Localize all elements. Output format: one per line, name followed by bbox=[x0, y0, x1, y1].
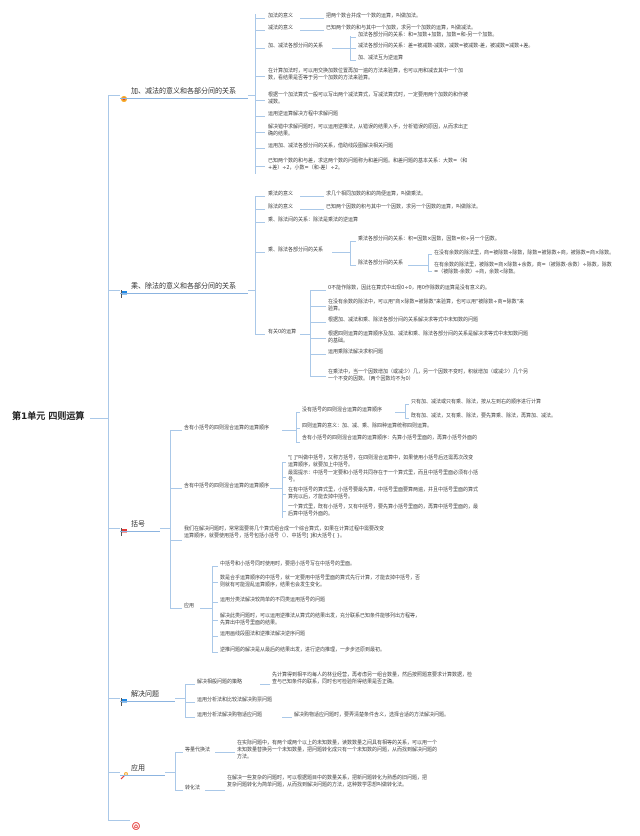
mid-bracket-tip: 最需提示：中括号一定要和小括号共同存在于一个算式里，而且中括号里面必须有小括号。 bbox=[288, 470, 479, 483]
transform-label: 转化法 bbox=[185, 785, 201, 791]
strategy-label: 解决相般问题的策略 bbox=[197, 679, 243, 685]
order-basis-note: 根据四则运算的运算顺序及加、减法和乘、除法各部分间的关系是解决求等式中未知数问题… bbox=[328, 331, 529, 344]
div-check-note: 在没有余数的除法中，可以用"商×除数=被除数"来验算，也可以用"被除数÷商=除数… bbox=[328, 299, 524, 312]
sub-write-note: 根据一个加法算式一般可以写出两个减法算式，写减法算式时，一定要用两个加数的和作被… bbox=[268, 92, 469, 105]
bracket-order-warning: 数是合乎运算顺序的中括号，就一定要用中括号里面的算式先行计算，才能去掉中括号，否… bbox=[220, 575, 421, 588]
sum-diff-note: 已知两个数的和与差，求这两个数的问题称为和差问题。和差问题的基本关系：大数=（和… bbox=[268, 158, 468, 171]
flag-icon bbox=[120, 691, 128, 706]
branch-brackets[interactable]: 括号 bbox=[131, 520, 145, 528]
branch-application[interactable]: 应用 bbox=[131, 764, 145, 772]
reverse-bracket-method: 解决此类问题时，可以运用逆推法从算式的结果出发，充分联系已知条件能够列出方程等，… bbox=[220, 613, 421, 626]
inverse-relation: 加、减法互为逆运算 bbox=[358, 55, 404, 61]
branch-problem-solving[interactable]: 解决问题 bbox=[131, 690, 159, 698]
product-solve-note: 运用乘除法解决求积问题 bbox=[328, 349, 384, 355]
add-check-note: 在计算加法时，可以用交换加数位置再加一遍的方法来验算，也可以用和减去其中一个加数… bbox=[268, 68, 464, 81]
sub-relation: 减法各部分间的关系：差=被减数-减数，减数=被减数-差，被减数=减数+差。 bbox=[358, 43, 534, 49]
bracket-summary: 我们在解决问题时，常常需要将几个算式组合成一个综合算式，如果在计算过程中需要改变… bbox=[184, 526, 385, 539]
ticket-problem-label: 运用分析法和比较法解决购票问题 bbox=[197, 697, 273, 703]
add-meaning-label: 加法的意义 bbox=[268, 13, 294, 19]
strategy-note: 先计算得到相平均每人的林业经营，再考虑另一组合数量，然后按照题意要求计算数据，检… bbox=[272, 672, 473, 685]
div-meaning-def: 已知两个因数的积与其中一个因数，求另一个因数的运算，叫做除法。 bbox=[326, 204, 482, 210]
shopping-problem-label: 运用分析法解决购物适应问题 bbox=[197, 712, 263, 718]
bracket-nesting-note: 中括号和小括号同时使用时，要把小括号写在中括号的里面。 bbox=[220, 561, 356, 567]
classification-method: 运用分类法解决较简单的不同类运用括号的问题 bbox=[220, 597, 326, 603]
mul-div-inverse: 乘、除法间的关系：除法是乘法的逆运算 bbox=[268, 217, 359, 223]
div-relation-no-remainder: 在没有余数的除法里，商=被除数÷除数，除数=被除数÷商，被除数=商×除数。 bbox=[434, 250, 615, 256]
line-diagram-note: 运用加、减法各部分间的关系，借助线段图解决相关问题 bbox=[268, 143, 394, 149]
substitution-note: 在实际问题中，有两个或两个以上的未知数量，读数数量之间具有相等的关系，可以用一个… bbox=[237, 740, 438, 760]
mixed-bracket-order: 一个算式里，既有小括号，又有中括号，要先算小括号里面的，再算中括号里面的，最后算… bbox=[288, 504, 479, 517]
sub-meaning-def: 已知两个数的和与其中一个加数，求另一个加数的运算，叫做减法。 bbox=[326, 25, 477, 31]
div-meaning-label: 除法的意义 bbox=[268, 204, 294, 210]
bracket-apply-label: 应用 bbox=[184, 603, 195, 609]
line-reverse-method: 运用画线段图法和逆推法解决逆序问题 bbox=[220, 631, 306, 637]
mul-relation: 乘法各部分间的关系：积=因数×因数，因数=积÷另一个因数。 bbox=[358, 236, 500, 242]
div-relation-remainder: 在有余数的除法里，被除数=商×除数+余数，商=（被除数-余数）÷除数，除数=（被… bbox=[434, 262, 612, 275]
mul-meaning-label: 乘法的意义 bbox=[268, 191, 294, 197]
four-ops-meaning: 四则运算的意义：加、减、乘、除四种运算统称四则运算。 bbox=[302, 423, 433, 429]
root-title: 第1单元 四则运算 bbox=[12, 412, 85, 422]
reverse-reasoning-note: 逆推问题的解决是从最后的结果出发，进行逆向推理，一步步还原到最初。 bbox=[220, 647, 386, 653]
same-level-order: 只有加、减法或只有乘、除法，按从左到右的顺序进行计算 bbox=[411, 399, 542, 405]
add-sub-relation-label: 加、减法各部分间的关系 bbox=[268, 43, 324, 49]
mid-bracket-def: "[ ]"叫做中括号，又称方括号，在四则混合运算中，如果使用小括号后还需再次改变… bbox=[288, 455, 474, 468]
flower-icon bbox=[120, 88, 128, 102]
root-connector bbox=[90, 418, 108, 419]
home-icon[interactable] bbox=[132, 815, 140, 830]
transform-note: 在解决一些复杂的问题时，可以根据题目中的数量关系，把新问题转化为熟悉的旧问题，把… bbox=[227, 775, 428, 788]
mul-meaning-def: 求几个相同加数的和的简便运算，叫做乘法。 bbox=[326, 191, 427, 197]
mul-div-relation-label: 乘、除法各部分间的关系 bbox=[268, 247, 324, 253]
factor-change-note: 在乘法中，当一个因数增加（或减少）几，另一个因数不变时，积就增加（或减少）几个另… bbox=[328, 369, 529, 382]
mid-bracket-order-label: 含有中括号的四则混合运算的运算顺序 bbox=[184, 483, 270, 489]
error-solve-note: 解决错中求解问题时，可以运用逆推法，从错误的结果入手，分析错误的原因，从而求出正… bbox=[268, 124, 469, 137]
sub-meaning-label: 减法的意义 bbox=[268, 25, 294, 31]
mixed-level-order: 既有加、减法，又有乘、除法，要先算乘、除法，再算加、减法。 bbox=[411, 413, 557, 419]
div-relation-label: 除法各部分间的关系 bbox=[358, 260, 404, 266]
no-bracket-order: 没有括号的四则混合运算的运算顺序 bbox=[302, 407, 383, 413]
substitution-label: 等量代换法 bbox=[185, 747, 211, 753]
inverse-solve-note: 运用逆运算解决方程中求解问题 bbox=[268, 111, 339, 117]
shopping-problem-note: 解决购物适应问题时，要弄清楚条件含义，选择合适的方法解决问题。 bbox=[294, 712, 450, 718]
trunk-line bbox=[108, 95, 109, 820]
add-meaning-def: 把两个数合并成一个数的运算，叫做加法。 bbox=[326, 13, 422, 19]
mid-bracket-calc: 在有中括号的算式里，小括号要最先算，中括号里面要算两遍，并且中括号里面的算式算完… bbox=[288, 487, 479, 500]
flag-icon bbox=[120, 283, 128, 298]
branch-add-sub[interactable]: 加、减法的意义和各部分间的关系 bbox=[131, 87, 236, 95]
unknown-solve-note: 根据加、减法和乘、除法各部分间的关系解决求等式中未知数的问题 bbox=[328, 317, 479, 323]
branch-mul-div[interactable]: 乘、除法的意义和各部分间的关系 bbox=[131, 282, 236, 290]
zero-ops-label: 有关0的运算 bbox=[268, 329, 297, 335]
tools-icon bbox=[120, 765, 128, 780]
zero-divisor-note: 0不能作除数，因此在算式中出现0÷0，用0作除数的运算是没有意义的。 bbox=[328, 285, 490, 291]
small-bracket-order: 含有小括号的四则混合运算的运算顺序：先算小括号里面的，再算小括号外面的 bbox=[302, 435, 478, 441]
small-bracket-order-label: 含有小括号的四则混合运算的运算顺序 bbox=[184, 425, 270, 431]
add-relation: 加法各部分间的关系：和=加数+加数，加数=和-另一个加数。 bbox=[358, 32, 498, 38]
flag-icon bbox=[120, 521, 128, 536]
